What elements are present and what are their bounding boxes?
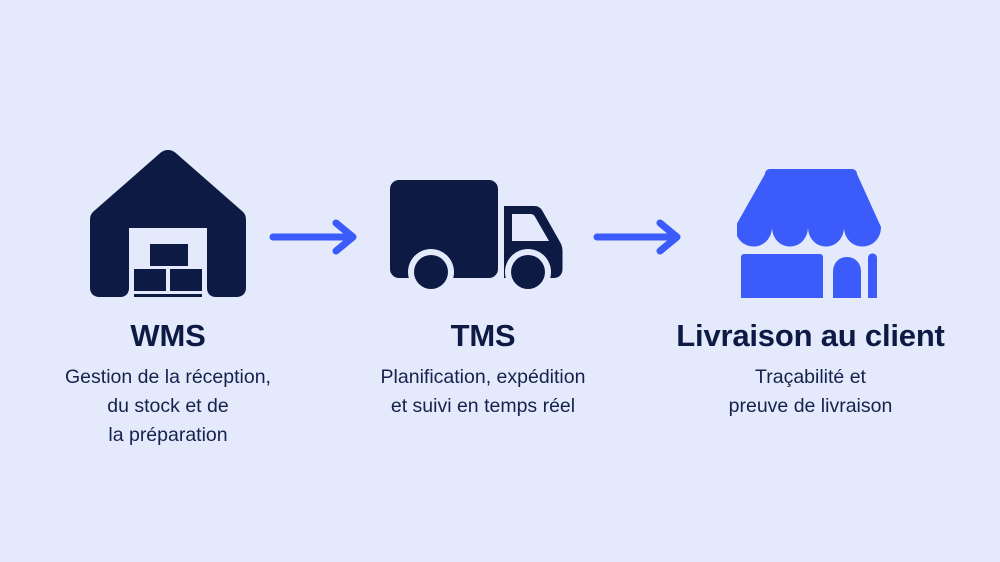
flow-step-wms: WMS Gestion de la réception, du stock et…	[18, 140, 318, 450]
step-title-livraison: Livraison au client	[676, 318, 945, 353]
step-description-tms: Planification, expédition et suivi en te…	[380, 365, 586, 417]
shop-door	[832, 257, 861, 298]
storefront-icon	[736, 169, 881, 298]
flow-step-livraison: Livraison au client Traçabilité et preuv…	[638, 140, 983, 421]
warehouse-icon-container	[88, 140, 248, 298]
truck-rear-wheel	[414, 255, 448, 289]
warehouse-box-mid-left	[134, 269, 166, 291]
warehouse-box-mid-right	[170, 269, 202, 291]
truck-icon-container	[388, 140, 578, 298]
truck-front-wheel	[511, 255, 545, 289]
step-description-livraison: Traçabilité et preuve de livraison	[728, 365, 893, 417]
storefront-icon-container	[736, 140, 885, 298]
warehouse-icon	[90, 150, 246, 297]
shop-pillar	[867, 253, 877, 298]
step-description-wms: Gestion de la réception, du stock et de …	[65, 365, 271, 446]
warehouse-pallet-bar	[134, 294, 202, 297]
delivery-truck-icon	[390, 180, 563, 295]
warehouse-box-top	[150, 244, 188, 266]
step-title-tms: TMS	[450, 318, 516, 353]
arrow-right-icon	[593, 219, 681, 255]
step-title-wms: WMS	[130, 318, 206, 353]
connector-wms-to-tms	[268, 217, 364, 257]
shop-window	[740, 254, 823, 298]
arrow-right-icon	[269, 219, 357, 255]
truck-cargo-body	[390, 180, 498, 278]
connector-tms-to-livraison	[592, 217, 688, 257]
flow-step-tms: TMS Planification, expédition et suivi e…	[338, 140, 628, 421]
